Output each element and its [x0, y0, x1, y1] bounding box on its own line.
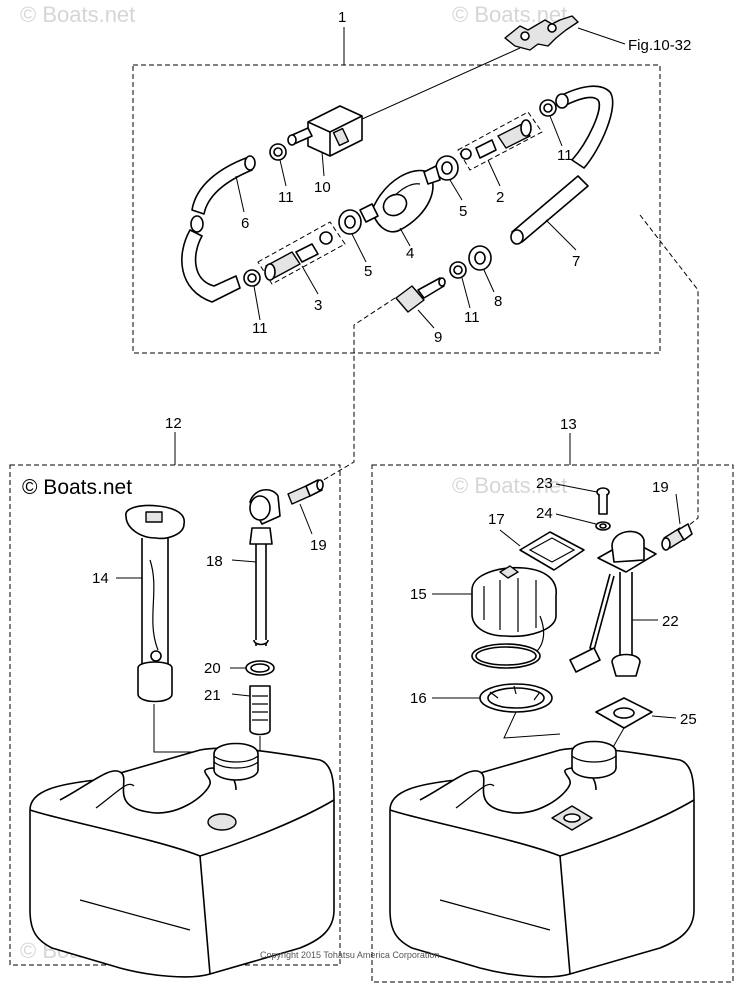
leader-11d: [461, 277, 471, 309]
leader-18: [231, 559, 257, 563]
o-ring-16-upper: [471, 643, 541, 669]
fuel-tank-right: [389, 740, 695, 978]
copyright-text: Copyright 2015 Tohatsu America Corporati…: [260, 950, 439, 960]
leader-5b: [449, 179, 463, 201]
watermark-main: © Boats.net: [22, 476, 132, 499]
screw-23: [596, 487, 610, 515]
callout-8: 8: [494, 293, 502, 310]
leader-24: [555, 513, 597, 525]
leader-11a: [279, 159, 287, 187]
callout-3: 3: [314, 297, 322, 314]
leader-6: [235, 175, 245, 213]
connector-9-to-19: [319, 297, 396, 483]
ring-8: [468, 245, 492, 271]
check-valve-3: [264, 231, 333, 281]
callout-4: 4: [406, 245, 414, 262]
watermark-mr: © Boats.net: [452, 473, 567, 498]
figure-reference: Fig.10-32: [628, 37, 691, 54]
callout-19b: 19: [652, 479, 669, 496]
clip-11-a: [269, 143, 287, 161]
callout-1: 1: [338, 9, 346, 26]
fuel-gauge-14: [125, 504, 185, 703]
filler-cap-15: [471, 565, 557, 657]
callout-14: 14: [92, 570, 109, 587]
callout-18: 18: [206, 553, 223, 570]
callout-13: 13: [560, 416, 577, 433]
leader-25: [651, 715, 677, 719]
connector-9: [395, 277, 446, 313]
leader-19a: [299, 503, 313, 535]
callout-labels: 1 2 3 4 5 5 6 7 8 9 10 11 11 11 11 12 13…: [92, 9, 697, 728]
washer-24: [595, 521, 611, 531]
leader-3: [301, 265, 319, 295]
callout-15: 15: [410, 586, 427, 603]
clip-11-d: [449, 261, 467, 279]
callout-5b: 5: [459, 203, 467, 220]
leader-19b: [675, 493, 681, 525]
fuel-joint-10: [287, 105, 363, 157]
hose-7: [510, 85, 614, 245]
callout-20: 20: [204, 660, 221, 677]
callout-6: 6: [241, 215, 249, 232]
leader-10-to-connector: [359, 47, 521, 121]
o-ring-20: [245, 660, 275, 676]
callout-9: 9: [434, 329, 442, 346]
fitting-19-right: [661, 523, 693, 551]
leader-fig-ref: [577, 27, 626, 45]
callout-19a: 19: [310, 537, 327, 554]
connector-7-to-19: [639, 214, 699, 527]
ring-5-a: [338, 209, 362, 235]
leader-7: [545, 219, 577, 251]
callout-24: 24: [536, 505, 553, 522]
valve-2-box: [457, 111, 543, 171]
tank-left-box: [9, 464, 341, 966]
pickup-tube-18: [249, 489, 281, 646]
tank-right-box: [371, 464, 734, 983]
gauge-assembly-22: [569, 530, 657, 677]
callout-11a: 11: [278, 189, 294, 206]
label-17: [519, 531, 585, 571]
callout-5a: 5: [364, 263, 372, 280]
leader-5a: [351, 233, 367, 263]
filter-21: [249, 685, 271, 736]
leader-11c: [549, 115, 563, 147]
leader-4: [399, 227, 411, 247]
callout-11d: 11: [464, 309, 480, 326]
callout-21: 21: [204, 687, 221, 704]
leader-11b: [253, 285, 261, 321]
leader-2: [487, 159, 501, 187]
clip-11-c: [539, 99, 557, 117]
leader-16-down: [503, 711, 561, 739]
ring-5-b: [435, 155, 459, 181]
leader-21: [231, 693, 251, 697]
callout-22: 22: [662, 613, 679, 630]
callout-16: 16: [410, 690, 427, 707]
callout-2: 2: [496, 189, 504, 206]
leader-17: [499, 529, 521, 547]
connector-fig-10-32: [504, 15, 579, 51]
leader-14-down: [153, 704, 212, 753]
callout-12: 12: [165, 415, 182, 432]
hose-6: [181, 155, 256, 303]
callout-23: 23: [536, 475, 553, 492]
check-valve-2: [460, 119, 532, 160]
callout-25: 25: [680, 711, 697, 728]
lock-ring-16: [479, 683, 553, 713]
callout-11b: 11: [252, 320, 268, 337]
watermark-tl: © Boats.net: [20, 2, 135, 27]
fitting-19-left: [287, 479, 324, 505]
leader-8: [483, 269, 495, 293]
callout-7: 7: [572, 253, 580, 270]
primer-bulb-4: [359, 165, 441, 233]
clip-11-b: [243, 269, 261, 287]
callout-17: 17: [488, 511, 505, 528]
leader-10: [321, 151, 325, 177]
fuel-tank-left: [29, 742, 335, 978]
gasket-25: [595, 697, 653, 729]
callout-10: 10: [314, 179, 331, 196]
leader-9: [417, 309, 435, 329]
callout-11c: 11: [557, 147, 573, 164]
leader-23: [555, 483, 598, 493]
